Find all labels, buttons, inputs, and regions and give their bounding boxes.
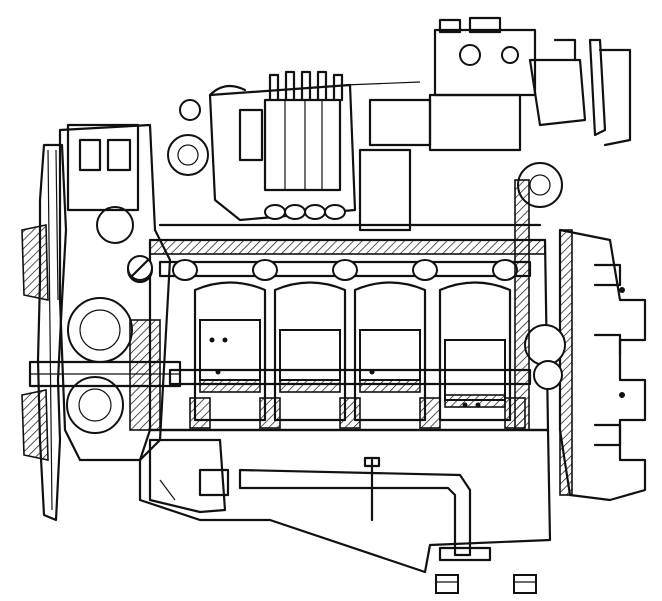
oil-pickup-pipe: [238, 456, 492, 562]
drain-plugs: [435, 574, 537, 594]
injector-pipes: [268, 70, 344, 102]
front-cover-assembly: [28, 123, 182, 462]
cylinder-block: [127, 238, 550, 432]
rear-gear-train: [514, 162, 566, 431]
oil-pump: [148, 438, 230, 514]
cylinder-3: [353, 281, 427, 422]
front-accessories: [66, 99, 209, 212]
injection-pump: [208, 70, 357, 222]
fuel-filter-unit: [428, 16, 632, 152]
fan-blade: [21, 143, 68, 522]
flywheel-housing: [558, 228, 647, 502]
cylinder-2: [273, 281, 347, 422]
cylinder-4: [438, 281, 512, 422]
crankshaft: [168, 368, 532, 429]
camshaft: [127, 255, 532, 281]
oil-sump: [138, 428, 552, 574]
cylinder-head: [158, 81, 542, 227]
